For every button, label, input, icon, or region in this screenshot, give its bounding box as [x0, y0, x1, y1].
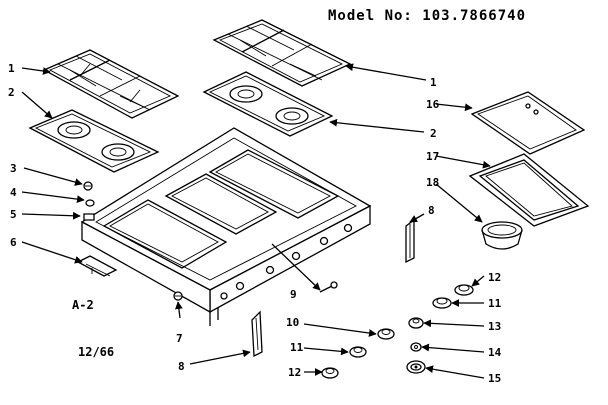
date-code: 12/66 — [78, 345, 115, 359]
callout-11-right: 11 — [488, 297, 502, 310]
callout-15: 15 — [488, 372, 501, 385]
callout-10: 10 — [286, 316, 299, 329]
figure-id: A-2 — [72, 298, 94, 312]
callout-9: 9 — [290, 288, 297, 301]
drip-tray-right — [202, 71, 334, 137]
callout-8-right: 8 — [428, 204, 435, 217]
callout-2-right: 2 — [430, 127, 437, 140]
griddle-cup — [481, 221, 523, 250]
callout-1-right: 1 — [430, 76, 437, 89]
callout-11-left: 11 — [290, 341, 304, 354]
knob-14 — [410, 342, 422, 352]
knob-12-right — [454, 284, 474, 296]
callout-17: 17 — [426, 150, 439, 163]
callout-3: 3 — [10, 162, 17, 175]
callout-12-right: 12 — [488, 271, 501, 284]
knob-13 — [408, 317, 424, 329]
hinge-bracket-right — [405, 218, 415, 264]
callout-5: 5 — [10, 208, 17, 221]
callout-4: 4 — [10, 186, 17, 199]
knob-11-right — [432, 297, 452, 309]
callout-8-lower: 8 — [178, 360, 185, 373]
callout-16: 16 — [426, 98, 440, 111]
griddle-cover — [470, 91, 586, 155]
screw-9 — [319, 281, 338, 293]
callout-labels: 1 1 2 2 3 4 5 6 7 8 8 9 10 11 11 12 12 1… — [8, 62, 502, 385]
callout-1-left: 1 — [8, 62, 15, 75]
leader-lines — [21, 63, 491, 379]
hardware-screws — [83, 181, 95, 221]
drip-tray-left — [28, 109, 160, 173]
hinge-bracket-lower — [251, 310, 263, 358]
knob-10 — [377, 328, 395, 340]
griddle-frame — [468, 153, 590, 227]
callout-2-left: 2 — [8, 86, 15, 99]
cooktop-frame — [80, 127, 372, 326]
knob-12-left — [321, 367, 339, 379]
callout-7: 7 — [176, 332, 183, 345]
callout-6: 6 — [10, 236, 17, 249]
callout-18: 18 — [426, 176, 439, 189]
knob-11-left — [349, 346, 367, 358]
screw-7 — [173, 291, 183, 301]
callout-14: 14 — [488, 346, 502, 359]
knob-15 — [406, 360, 426, 374]
side-bracket — [76, 255, 118, 277]
burner-grate-left — [42, 49, 180, 119]
callout-12-left: 12 — [288, 366, 301, 379]
model-number: Model No: 103.7866740 — [328, 8, 527, 24]
callout-13: 13 — [488, 320, 501, 333]
burner-grate-right — [212, 19, 352, 87]
